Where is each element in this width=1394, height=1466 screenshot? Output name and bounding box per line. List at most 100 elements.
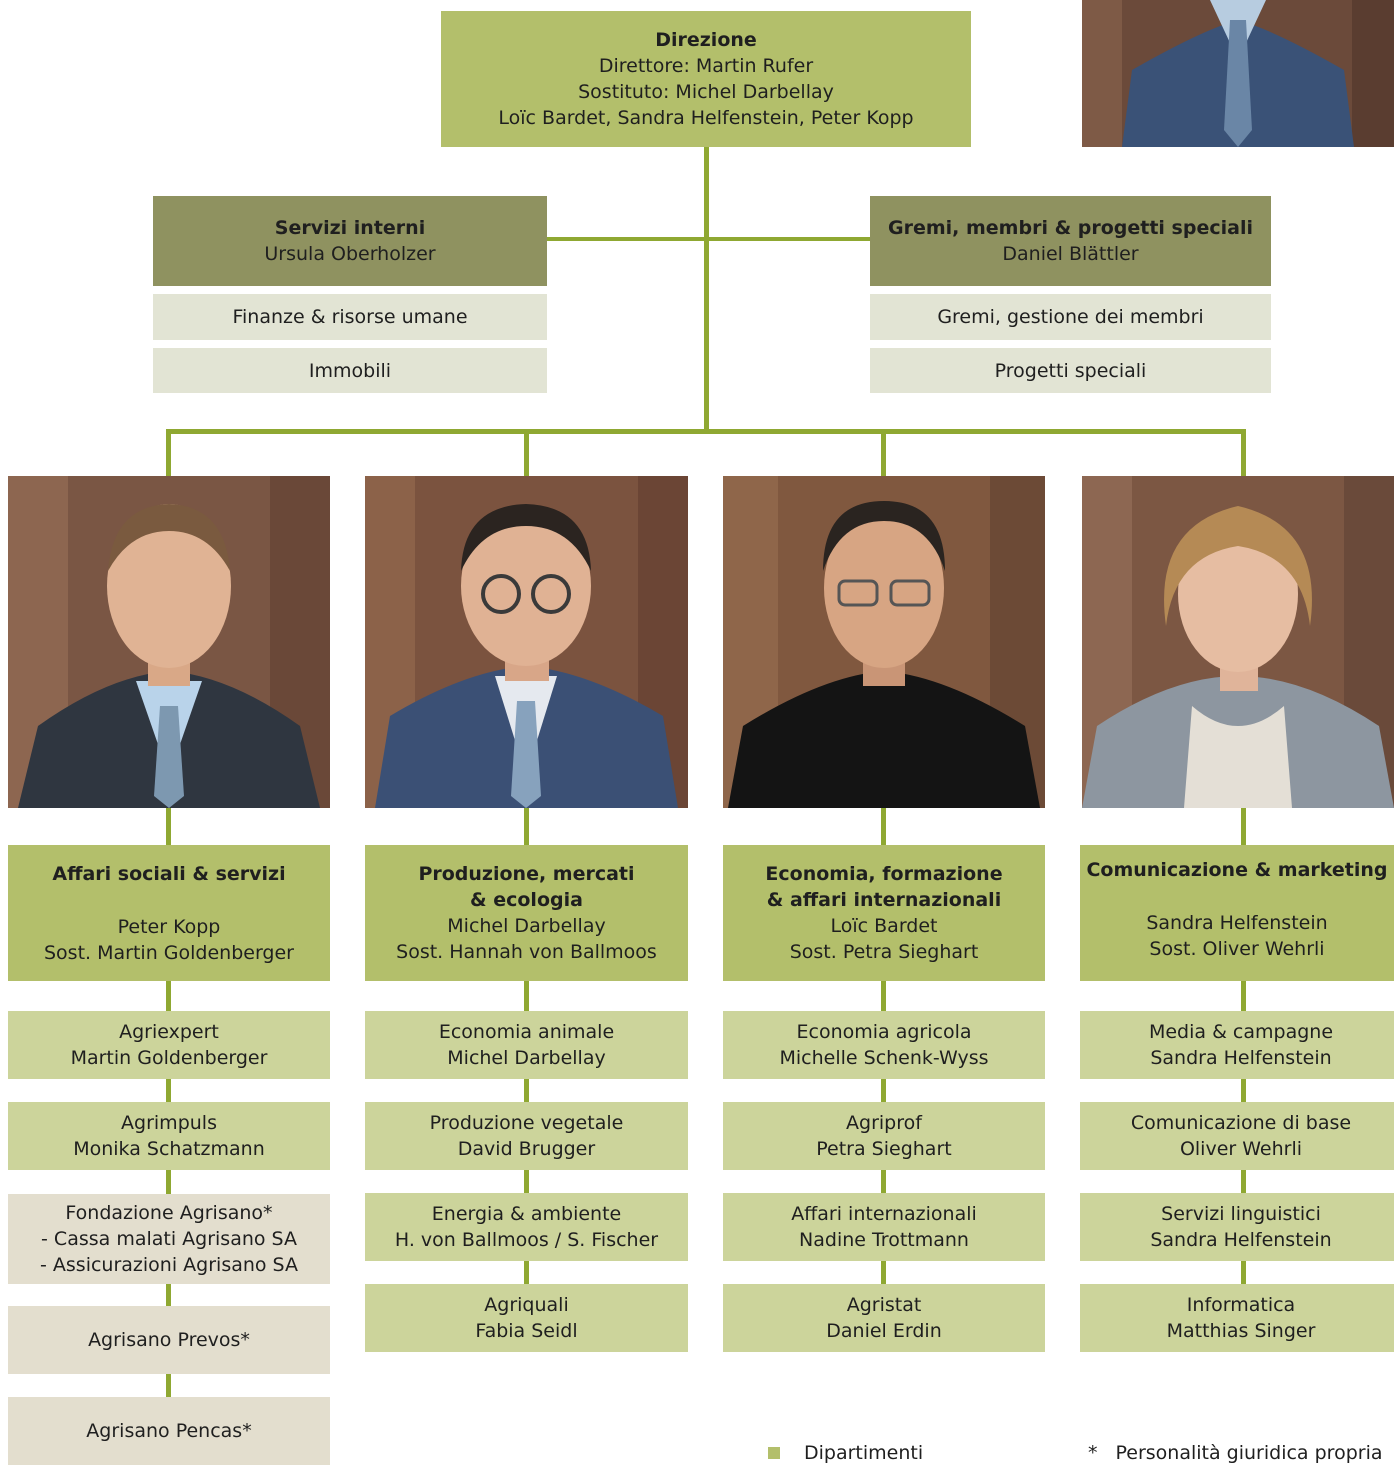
direzione-deputy: Sostituto: Michel Darbellay bbox=[578, 81, 834, 103]
unit-name: Energia & ambiente bbox=[431, 1203, 622, 1225]
direzione-members: Loïc Bardet, Sandra Helfenstein, Peter K… bbox=[498, 107, 914, 129]
gremi-box: Gremi, membri & progetti speciali Daniel… bbox=[870, 196, 1271, 286]
legend-legal-label: Personalità giuridica propria bbox=[1115, 1442, 1383, 1464]
legend-legal-entity: * Personalità giuridica propria bbox=[1088, 1440, 1383, 1466]
unit-head: Petra Sieghart bbox=[816, 1138, 952, 1160]
unit-name: Agrisano Pencas* bbox=[86, 1420, 252, 1442]
legend-departments-label: Dipartimenti bbox=[804, 1442, 924, 1464]
direzione-box: Direzione Direttore: Martin Rufer Sostit… bbox=[441, 11, 971, 147]
dept-4-title: Comunicazione & marketing bbox=[1086, 859, 1388, 881]
servizi-interni-item-finance: Finanze & risorse umane bbox=[153, 294, 547, 340]
unit-name: Economia agricola bbox=[796, 1021, 972, 1043]
legend-departments: Dipartimenti bbox=[768, 1440, 923, 1466]
unit-agrimpuls: Agrimpuls Monika Schatzmann bbox=[8, 1102, 330, 1170]
servizi-interni-item-label: Immobili bbox=[308, 359, 392, 382]
unit-name: Agriprof bbox=[846, 1112, 922, 1134]
portrait-dept-2 bbox=[365, 476, 688, 808]
unit-sub-2: - Assicurazioni Agrisano SA bbox=[40, 1254, 298, 1276]
unit-affari-internazionali: Affari internazionali Nadine Trottmann bbox=[723, 1193, 1045, 1261]
portrait-dept-4 bbox=[1082, 476, 1394, 808]
dept-1-box: Affari sociali & servizi Peter Kopp Sost… bbox=[8, 845, 330, 981]
unit-head: Michel Darbellay bbox=[447, 1047, 606, 1069]
unit-name: Agrisano Prevos* bbox=[88, 1329, 250, 1351]
connector-dept-2-drop bbox=[524, 429, 529, 476]
unit-head: Fabia Seidl bbox=[475, 1320, 578, 1342]
dept-4-box: Comunicazione & marketing Sandra Helfens… bbox=[1080, 845, 1394, 981]
unit-energia-ambiente: Energia & ambiente H. von Ballmoos / S. … bbox=[365, 1193, 688, 1261]
connector-dept-3-drop bbox=[881, 429, 886, 476]
unit-name: Fondazione Agrisano* bbox=[65, 1202, 273, 1224]
unit-name: Servizi linguistici bbox=[1161, 1203, 1321, 1225]
dept-1-deputy: Sost. Martin Goldenberger bbox=[44, 942, 294, 964]
unit-agriprof: Agriprof Petra Sieghart bbox=[723, 1102, 1045, 1170]
servizi-interni-title: Servizi interni bbox=[274, 217, 426, 239]
dept-1-title: Affari sociali & servizi bbox=[52, 863, 286, 885]
portrait-dept-1 bbox=[8, 476, 330, 808]
unit-head: Monika Schatzmann bbox=[73, 1138, 265, 1160]
unit-fondazione-agrisano: Fondazione Agrisano* - Cassa malati Agri… bbox=[8, 1194, 330, 1284]
unit-name: Agristat bbox=[846, 1294, 922, 1316]
connector-direzione-trunk bbox=[704, 147, 709, 431]
unit-agriexpert: Agriexpert Martin Goldenberger bbox=[8, 1011, 330, 1079]
gremi-head: Daniel Blättler bbox=[1002, 243, 1139, 265]
connector-staff-horizontal bbox=[546, 237, 871, 241]
portrait-dept-3 bbox=[723, 476, 1045, 808]
unit-media-campagne: Media & campagne Sandra Helfenstein bbox=[1080, 1011, 1394, 1079]
unit-servizi-linguistici: Servizi linguistici Sandra Helfenstein bbox=[1080, 1193, 1394, 1261]
dept-4-head: Sandra Helfenstein bbox=[1146, 912, 1328, 934]
dept-3-box: Economia, formazione & affari internazio… bbox=[723, 845, 1045, 981]
unit-head: Sandra Helfenstein bbox=[1150, 1047, 1332, 1069]
dept-2-deputy: Sost. Hannah von Ballmoos bbox=[396, 941, 657, 963]
gremi-item-members: Gremi, gestione dei membri bbox=[870, 294, 1271, 340]
unit-head: Nadine Trottmann bbox=[799, 1229, 969, 1251]
direzione-director: Direttore: Martin Rufer bbox=[598, 55, 814, 77]
unit-sub-1: - Cassa malati Agrisano SA bbox=[41, 1228, 297, 1250]
unit-name: Comunicazione di base bbox=[1130, 1112, 1352, 1134]
servizi-interni-item-real-estate: Immobili bbox=[153, 348, 547, 393]
unit-name: Agrimpuls bbox=[121, 1112, 217, 1134]
unit-agrisano-prevos: Agrisano Prevos* bbox=[8, 1306, 330, 1374]
unit-economia-agricola: Economia agricola Michelle Schenk-Wyss bbox=[723, 1011, 1045, 1079]
direzione-title: Direzione bbox=[655, 29, 757, 51]
servizi-interni-item-label: Finanze & risorse umane bbox=[232, 306, 468, 328]
unit-head: H. von Ballmoos / S. Fischer bbox=[394, 1229, 659, 1251]
dept-1-head: Peter Kopp bbox=[117, 916, 221, 938]
unit-name: Media & campagne bbox=[1148, 1021, 1334, 1043]
dept-2-title-line2: & ecologia bbox=[470, 889, 583, 911]
unit-name: Affari internazionali bbox=[791, 1203, 977, 1225]
unit-name: Agriexpert bbox=[119, 1021, 219, 1043]
gremi-title: Gremi, membri & progetti speciali bbox=[888, 217, 1253, 239]
unit-agrisano-pencas: Agrisano Pencas* bbox=[8, 1397, 330, 1465]
gremi-item-special-projects: Progetti speciali bbox=[870, 348, 1271, 393]
gremi-item-label: Gremi, gestione dei membri bbox=[937, 306, 1204, 328]
gremi-item-label: Progetti speciali bbox=[994, 359, 1147, 382]
unit-name: Economia animale bbox=[438, 1021, 615, 1043]
servizi-interni-head: Ursula Oberholzer bbox=[264, 243, 436, 265]
dept-4-deputy: Sost. Oliver Wehrli bbox=[1149, 938, 1325, 960]
dept-3-deputy: Sost. Petra Sieghart bbox=[789, 941, 979, 963]
dept-3-title-line2: & affari internazionali bbox=[766, 889, 1002, 911]
unit-name: Agriquali bbox=[484, 1294, 569, 1316]
dept-2-box: Produzione, mercati & ecologia Michel Da… bbox=[365, 845, 688, 981]
servizi-interni-box: Servizi interni Ursula Oberholzer bbox=[153, 196, 547, 286]
unit-name: Informatica bbox=[1186, 1294, 1296, 1316]
unit-economia-animale: Economia animale Michel Darbellay bbox=[365, 1011, 688, 1079]
legend-swatch bbox=[768, 1447, 780, 1459]
dept-3-head: Loïc Bardet bbox=[830, 915, 938, 937]
unit-agriquali: Agriquali Fabia Seidl bbox=[365, 1284, 688, 1352]
unit-head: Sandra Helfenstein bbox=[1150, 1229, 1332, 1251]
unit-head: Oliver Wehrli bbox=[1179, 1138, 1303, 1160]
connector-dept-4-drop bbox=[1241, 429, 1246, 476]
unit-name: Produzione vegetale bbox=[429, 1112, 624, 1134]
unit-head: Daniel Erdin bbox=[826, 1320, 942, 1342]
unit-informatica: Informatica Matthias Singer bbox=[1080, 1284, 1394, 1352]
unit-agristat: Agristat Daniel Erdin bbox=[723, 1284, 1045, 1352]
unit-head: Martin Goldenberger bbox=[70, 1047, 268, 1069]
legend-asterisk: * bbox=[1088, 1442, 1098, 1464]
unit-head: David Brugger bbox=[457, 1138, 596, 1160]
unit-head: Michelle Schenk-Wyss bbox=[779, 1047, 989, 1069]
dept-2-head: Michel Darbellay bbox=[447, 915, 606, 937]
dept-2-title-line1: Produzione, mercati bbox=[418, 863, 635, 885]
connector-dept-1-drop bbox=[166, 429, 171, 476]
connector-departments-horizontal bbox=[166, 429, 1246, 434]
